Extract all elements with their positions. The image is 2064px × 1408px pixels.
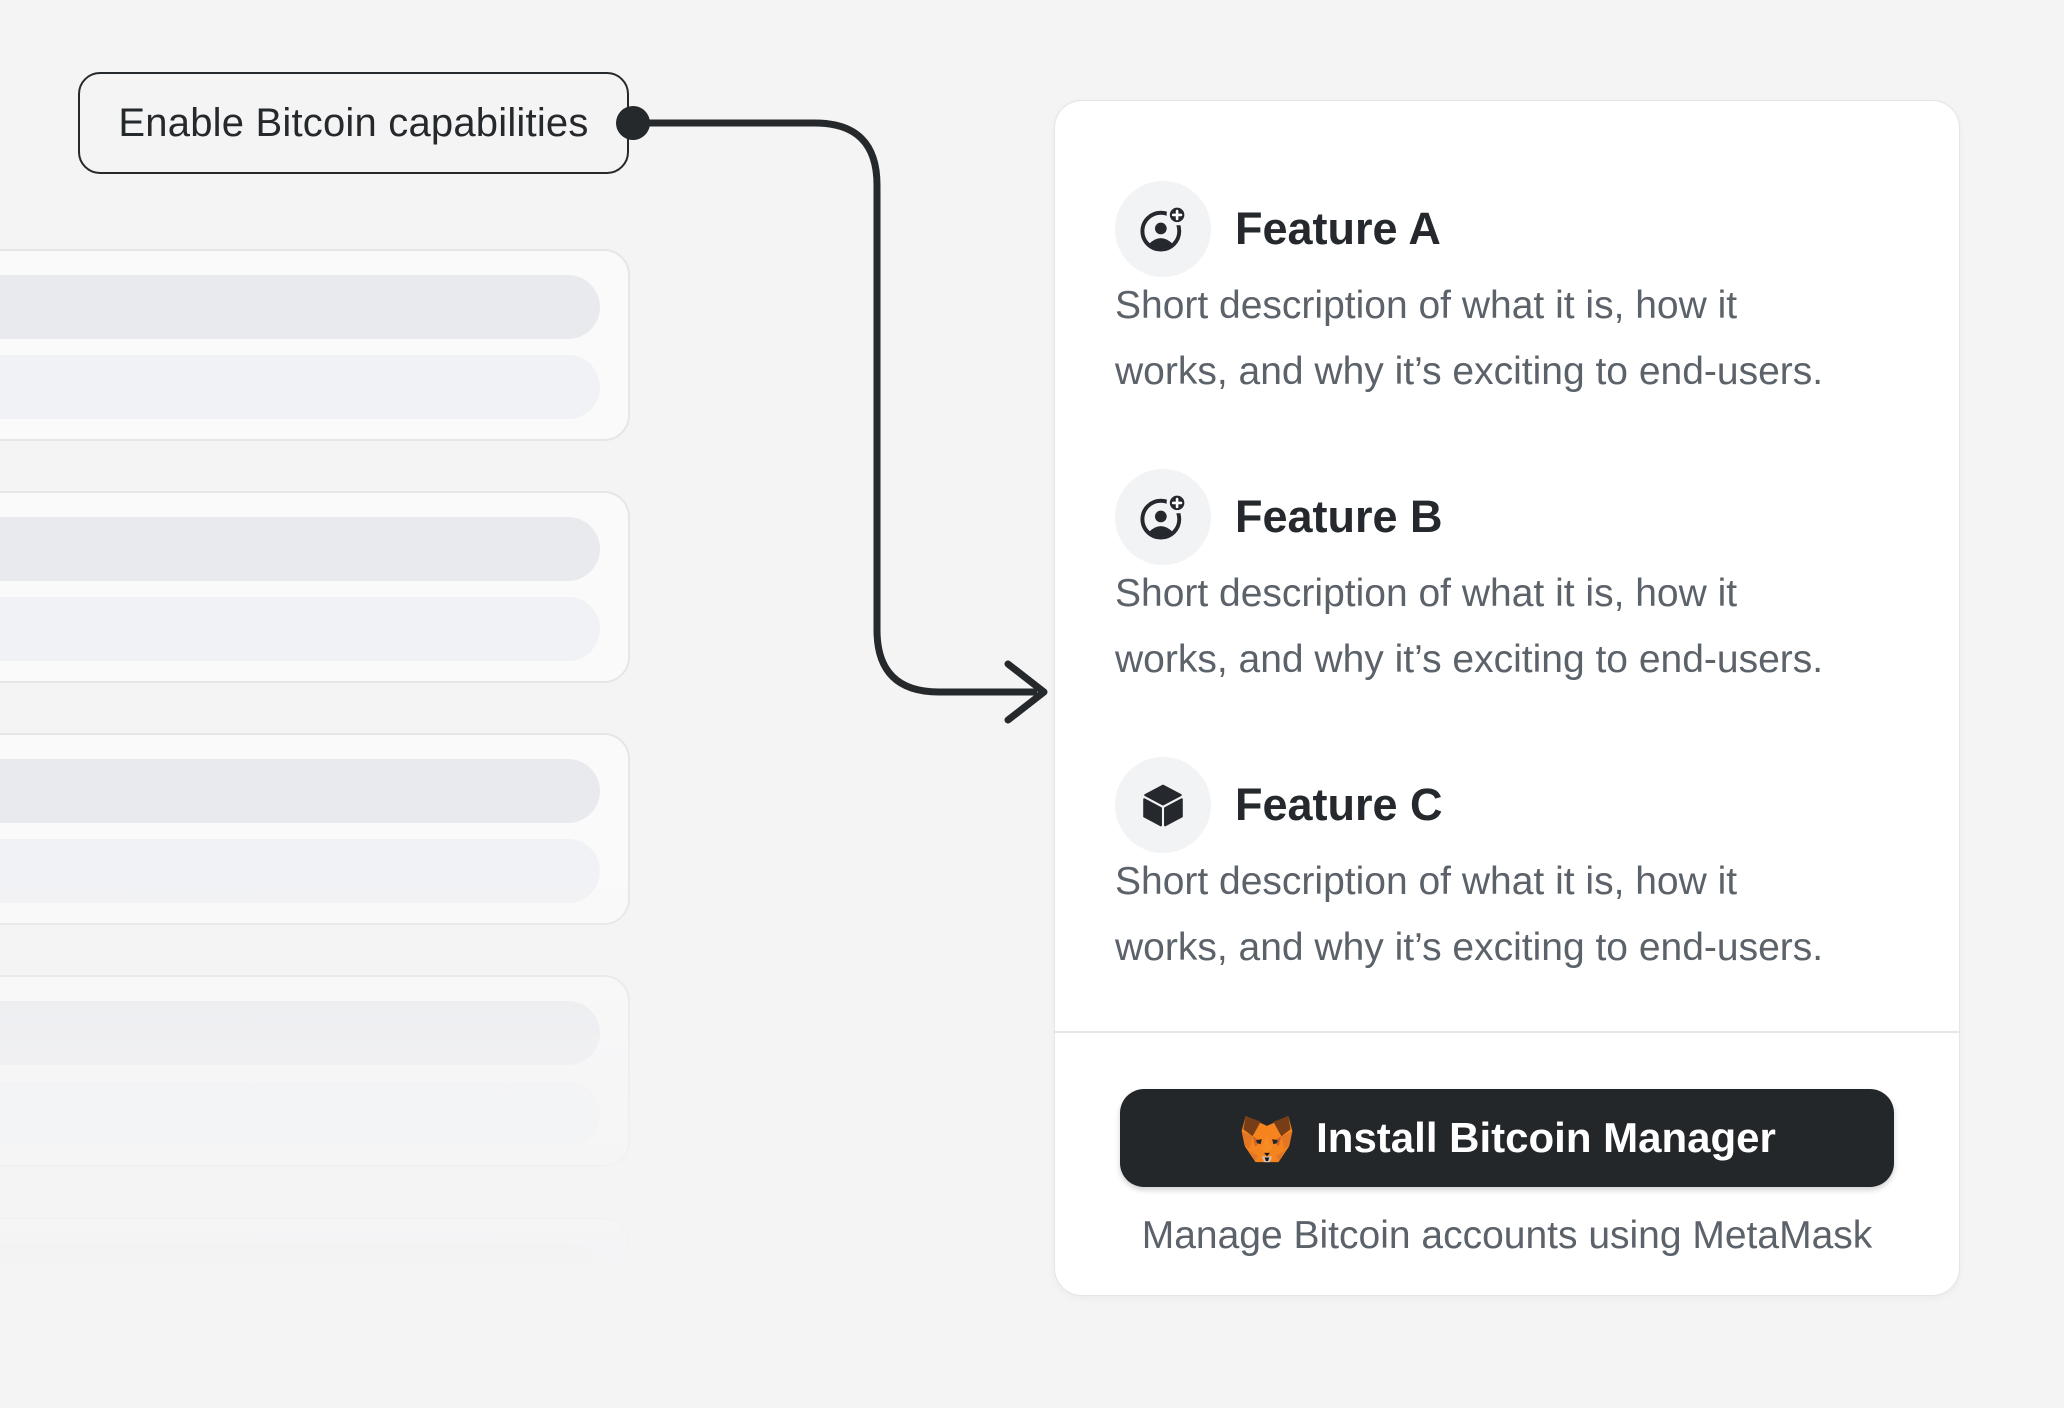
skeleton-line: [0, 355, 600, 419]
skeleton-card: [0, 491, 630, 683]
feature-b-icon-bubble: [1115, 469, 1211, 565]
feature-a-description: Short description of what it is, how it …: [1115, 284, 1824, 393]
metamask-fox-icon: [1241, 1115, 1293, 1162]
cube-icon: [1143, 784, 1183, 827]
feature-card: Feature A Short description of what it i…: [1054, 100, 1960, 1296]
annotation-label: Enable Bitcoin capabilities: [118, 100, 589, 145]
feature-row-a: Feature A: [1115, 181, 1441, 277]
install-button-label: Install Bitcoin Manager: [1316, 1114, 1776, 1161]
feature-b-description: Short description of what it is, how it …: [1115, 572, 1824, 681]
skeleton-line: [0, 759, 600, 823]
card-divider: [1055, 1031, 1959, 1033]
feature-a-icon-bubble: [1115, 181, 1211, 277]
feature-c-description: Short description of what it is, how it …: [1115, 860, 1824, 969]
feature-c-icon-bubble: [1115, 757, 1211, 853]
skeleton-card: [0, 249, 630, 441]
user-add-icon: [1140, 204, 1188, 252]
feature-c-title: Feature C: [1235, 779, 1443, 830]
user-add-icon: [1140, 492, 1188, 540]
skeleton-fade-overlay: [0, 850, 720, 1408]
button-caption: Manage Bitcoin accounts using MetaMask: [1141, 1214, 1873, 1257]
skeleton-line: [0, 597, 600, 661]
skeleton-line: [0, 275, 600, 339]
feature-row-c: Feature C: [1115, 757, 1443, 853]
feature-row-b: Feature B: [1115, 469, 1443, 565]
install-bitcoin-manager-button[interactable]: Install Bitcoin Manager: [1120, 1089, 1894, 1187]
annotation-callout: Enable Bitcoin capabilities: [78, 72, 629, 174]
feature-b-title: Feature B: [1235, 491, 1443, 542]
feature-a-title: Feature A: [1235, 203, 1441, 254]
skeleton-line: [0, 517, 600, 581]
